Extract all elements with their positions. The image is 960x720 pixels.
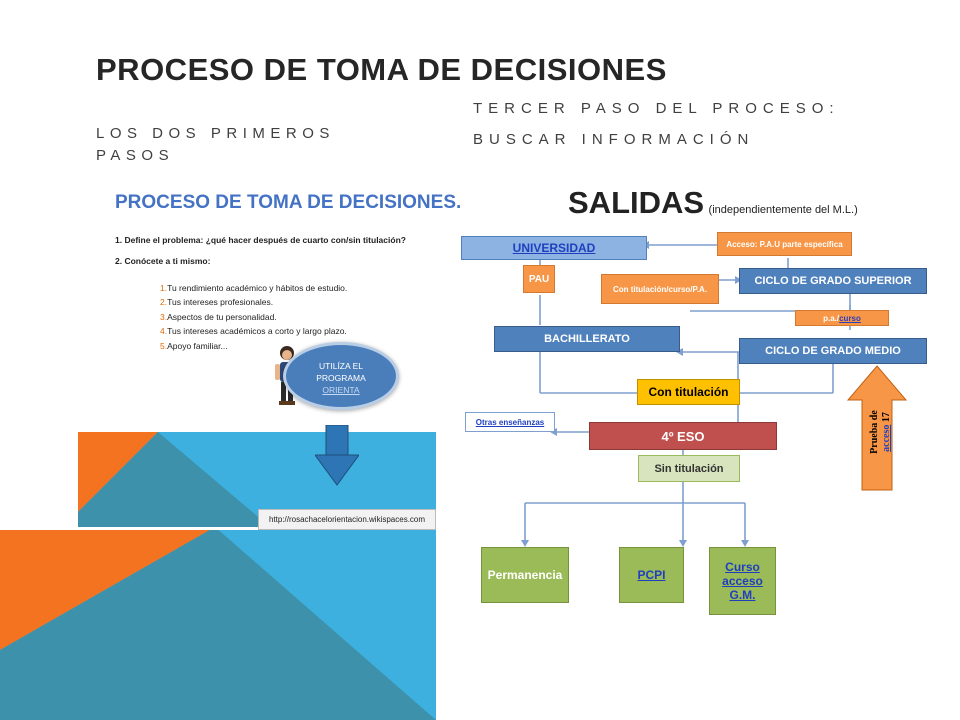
prueba-num: 17 <box>881 412 892 423</box>
list-item: 3.Aspectos de tu personalidad. <box>160 311 277 322</box>
right-subtitle: TERCER PASO DEL PROCESO: BUSCAR INFORMAC… <box>473 93 913 155</box>
salidas-note: (independientemente del M.L.) <box>708 204 858 216</box>
down-arrow-icon <box>315 425 359 486</box>
prueba-acceso-link[interactable]: acceso <box>881 424 892 452</box>
wikispaces-url[interactable]: http://rosachacelorientacion.wikispaces.… <box>258 509 436 530</box>
list-item: 4.Tus intereses académicos a corto y lar… <box>160 326 347 337</box>
right-subtitle-line1: TERCER PASO DEL PROCESO: <box>473 100 840 117</box>
sin-titulacion-box: Sin titulación <box>638 455 740 482</box>
ciclo-medio-box: CICLO DE GRADO MEDIO <box>739 338 927 364</box>
prueba-acceso-label: Prueba de acceso 17 <box>869 387 893 477</box>
left-subtitle: LOS DOS PRIMEROS PASOS <box>96 125 335 164</box>
universidad-box: UNIVERSIDAD <box>461 236 647 260</box>
up-arrow-icon <box>846 365 908 491</box>
pa-prefix: p.a./ <box>823 313 840 323</box>
con-titulacion-box: Con titulación <box>637 379 740 405</box>
universidad-link[interactable]: UNIVERSIDAD <box>512 241 596 255</box>
orienta-link[interactable]: ORIENTA <box>322 385 360 395</box>
salidas-title: SALIDAS (independientemente del M.L.) <box>568 185 858 221</box>
list-item: 5.Apoyo familiar... <box>160 340 228 351</box>
otras-ensenanzas-link[interactable]: Otras enseñanzas <box>475 417 545 427</box>
pcpi-link[interactable]: PCPI <box>637 568 666 582</box>
step-1: 1. Define el problema: ¿qué hacer despué… <box>115 235 406 245</box>
curso-line2[interactable]: acceso <box>722 574 763 588</box>
slide-title: PROCESO DE TOMA DE DECISIONES <box>96 52 667 87</box>
list-item: 1.Tu rendimiento académico y hábitos de … <box>160 283 348 293</box>
prueba-text: Prueba de <box>869 410 880 454</box>
pau-box: PAU <box>523 265 555 293</box>
acceso-pau-box: Acceso: P.A.U parte específica <box>717 232 852 256</box>
salidas-heading: SALIDAS <box>568 185 705 220</box>
step-2: 2. Conócete a ti mismo: <box>115 256 211 266</box>
right-subtitle-line2: BUSCAR INFORMACIÓN <box>473 131 755 148</box>
curso-line1[interactable]: Curso <box>725 560 760 574</box>
con-titulacion-curso-box: Con titulación/curso/P.A. <box>601 274 719 304</box>
curso-line3[interactable]: G.M. <box>729 588 756 602</box>
pa-curso-box: p.a./curso <box>795 310 889 326</box>
ciclo-superior-box: CICLO DE GRADO SUPERIOR <box>739 268 927 294</box>
pcpi-box: PCPI <box>619 547 684 603</box>
bachillerato-box: BACHILLERATO <box>494 326 680 352</box>
bubble-line1: UTILÍZA EL <box>319 361 363 371</box>
list-item: 2.Tus intereses profesionales. <box>160 297 274 308</box>
left-image-steps: 1. Define el problema: ¿qué hacer despué… <box>115 230 406 272</box>
bubble-line2: PROGRAMA <box>316 373 366 383</box>
curso-acceso-box: Curso acceso G.M. <box>709 547 776 615</box>
self-knowledge-list: 1.Tu rendimiento académico y hábitos de … <box>160 281 347 353</box>
eso-box: 4º ESO <box>589 422 777 450</box>
left-image-title: PROCESO DE TOMA DE DECISIONES. <box>115 192 462 213</box>
otras-ensenanzas-box: Otras enseñanzas <box>465 412 555 432</box>
permanencia-box: Permanencia <box>481 547 569 603</box>
pa-curso-link[interactable]: curso <box>839 313 861 323</box>
orienta-bubble: UTILÍZA EL PROGRAMA ORIENTA <box>283 342 399 410</box>
